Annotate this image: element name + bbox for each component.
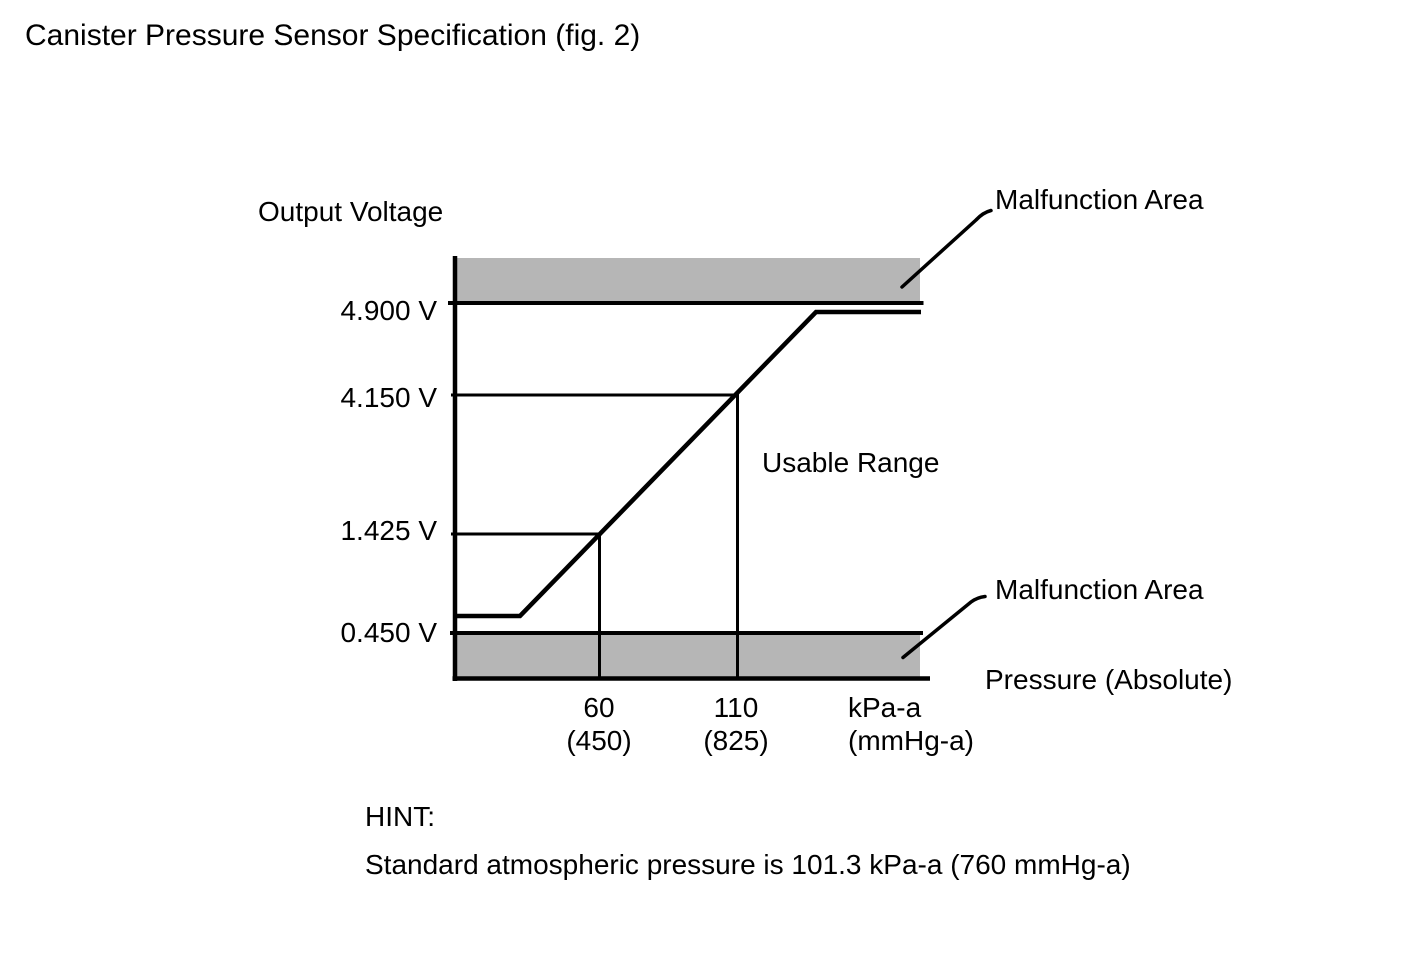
x-tick-60-mmhg: (450) xyxy=(566,725,632,756)
sensor-output-curve xyxy=(456,309,921,619)
x-tick-60: 60 (450) xyxy=(566,691,631,757)
hint-text: Standard atmospheric pressure is 101.3 k… xyxy=(365,849,1131,880)
x-axis-unit-kpa: kPa-a xyxy=(848,692,922,723)
x-axis-units: kPa-a (mmHg-a) xyxy=(848,691,974,757)
malfunction-area-label-bottom: Malfunction Area xyxy=(995,574,1204,605)
x-tick-60-kpa: 60 xyxy=(583,692,615,723)
x-tick-110-kpa: 110 xyxy=(713,692,759,723)
malfunction-callout-line-top xyxy=(900,208,993,289)
x-tick-110: 110 (825) xyxy=(703,691,768,757)
x-axis-unit-mmhg: (mmHg-a) xyxy=(848,725,974,756)
figure-title: Canister Pressure Sensor Specification (… xyxy=(25,19,641,52)
malfunction-band-bottom xyxy=(456,633,920,677)
y-tick-label-4150: 4.150 V xyxy=(340,382,437,413)
malfunction-area-label-top: Malfunction Area xyxy=(995,184,1204,215)
y-tick-label-4900: 4.900 V xyxy=(340,295,437,326)
y-tick-label-1425: 1.425 V xyxy=(340,515,437,546)
malfunction-callout-line-bottom xyxy=(901,594,987,660)
hint-heading: HINT: xyxy=(365,801,435,832)
usable-range-label: Usable Range xyxy=(762,447,940,478)
x-tick-110-mmhg: (825) xyxy=(703,725,769,756)
x-axis-title: Pressure (Absolute) xyxy=(985,664,1233,695)
y-axis-title: Output Voltage xyxy=(258,196,444,227)
malfunction-band-top xyxy=(456,258,920,303)
y-tick-label-0450: 0.450 V xyxy=(340,617,437,648)
